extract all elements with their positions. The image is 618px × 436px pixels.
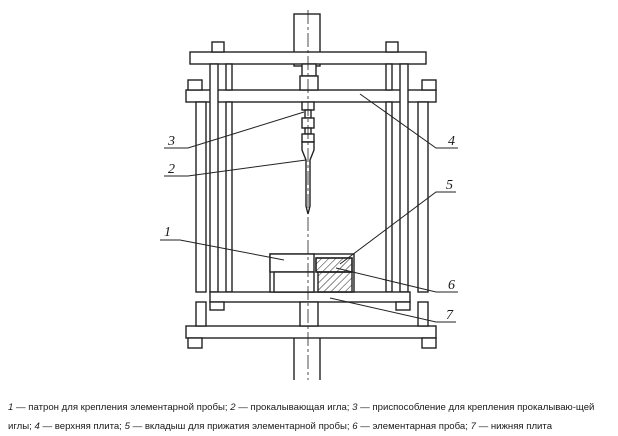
figure-caption: 1 — патрон для крепления элементарной пр… bbox=[8, 398, 612, 436]
caption-num-1: 1 bbox=[8, 402, 14, 413]
caption-text-2: — прокалывающая игла; bbox=[235, 402, 353, 413]
callout-5: 5 bbox=[446, 178, 453, 193]
leader-4 bbox=[359, 93, 458, 149]
leader-1 bbox=[160, 239, 285, 261]
apparatus-drawing: 3 2 1 4 5 6 7 bbox=[160, 10, 458, 380]
caption-num-4: 4 bbox=[34, 421, 40, 432]
callout-3: 3 bbox=[167, 134, 175, 149]
upper-plate bbox=[185, 89, 437, 103]
leader-3 bbox=[164, 111, 305, 149]
lower-plate bbox=[209, 291, 411, 303]
bottom-shaft bbox=[293, 334, 321, 380]
caption-text-1: — патрон для крепления элементарной проб… bbox=[13, 402, 231, 413]
caption-num-3: 3 bbox=[352, 402, 358, 413]
caption-text-7: — нижняя плита bbox=[475, 421, 553, 432]
leader-5 bbox=[339, 191, 456, 265]
caption-num-7: 7 bbox=[470, 421, 476, 432]
caption-num-5: 5 bbox=[124, 421, 130, 432]
leader-7 bbox=[329, 297, 456, 323]
leader-2 bbox=[164, 159, 307, 177]
caption-text-5: — вкладыш для прижатия элементарной проб… bbox=[129, 421, 353, 432]
caption-text-6: — элементарная проба; bbox=[357, 421, 471, 432]
caption-num-2: 2 bbox=[230, 402, 236, 413]
callout-6: 6 bbox=[448, 278, 455, 293]
callout-2: 2 bbox=[168, 162, 175, 177]
caption-text-4: — верхняя плита; bbox=[39, 421, 125, 432]
leader-6 bbox=[335, 267, 458, 293]
caption-num-6: 6 bbox=[352, 421, 358, 432]
sample bbox=[317, 271, 353, 293]
callout-4: 4 bbox=[448, 134, 455, 149]
callout-1: 1 bbox=[164, 225, 171, 240]
guide-rod-right bbox=[417, 101, 429, 293]
callout-7: 7 bbox=[446, 308, 454, 323]
base-plate bbox=[185, 325, 437, 339]
guide-rod-left bbox=[195, 101, 207, 293]
caption-text-3: — приспособление для крепления прокалыва… bbox=[8, 402, 595, 432]
